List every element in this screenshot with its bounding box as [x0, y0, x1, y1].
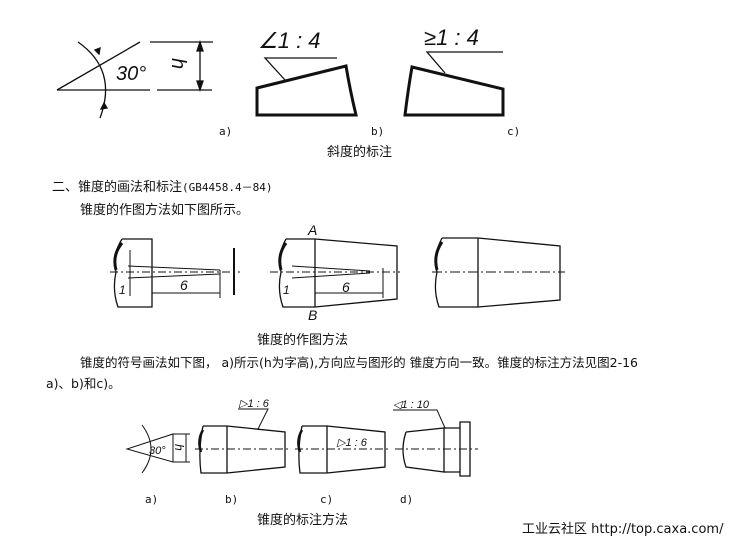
slope-ratio-c: ≥1 : 4: [424, 25, 479, 50]
taper-sub-label-d: d): [400, 493, 414, 506]
taper-annotation-d: ◁1 : 10: [393, 399, 478, 477]
point-b-label: B: [308, 307, 317, 323]
slope-ratio-b: ∠1 : 4: [258, 28, 321, 53]
heading-text: 二、锥度的画法和标注: [52, 180, 183, 195]
construction-step-3: [432, 237, 565, 308]
construction-step-1: 6 1: [110, 238, 240, 308]
slope-annotation-b: ∠1 : 4: [255, 28, 358, 117]
taper-ratio-d: ◁1 : 10: [393, 399, 430, 411]
slope-caption: 斜度的标注: [327, 145, 393, 160]
construction-caption: 锥度的作图方法: [257, 333, 349, 348]
dim-six-2: 6: [342, 279, 350, 295]
taper-annotation-b: ▷1 : 6: [195, 398, 290, 474]
sub-label-a: a): [219, 125, 233, 138]
paragraph-line-1: 锥度的符号画法如下图， a)所示(h为字高),方向应与图形的 锥度方向一致。锥度…: [80, 355, 639, 370]
slope-symbol-drawing: 30° h: [56, 39, 213, 119]
dim-one-1: 1: [119, 283, 126, 297]
taper-caption: 锥度的标注方法: [257, 513, 349, 528]
angle-label: 30°: [116, 63, 146, 85]
section-heading: 二、锥度的画法和标注(GB4458.4－84): [52, 180, 273, 196]
dim-six-1: 6: [180, 277, 188, 293]
construction-step-2: 6 1 A B: [270, 222, 400, 323]
taper-symbol-drawing: 30° h: [125, 424, 190, 474]
point-a-label: A: [307, 222, 317, 238]
taper-ratio-c: ▷1 : 6: [336, 437, 368, 449]
taper-height-label: h: [172, 444, 186, 451]
dim-one-2: 1: [283, 283, 290, 297]
sub-label-c: c): [507, 125, 521, 138]
watermark: 工业云社区 http://top.caxa.com/: [522, 522, 724, 537]
taper-annotation-c: ▷1 : 6: [295, 425, 390, 474]
height-label: h: [167, 58, 189, 69]
slope-annotation-c: ≥1 : 4: [403, 25, 505, 117]
taper-ratio-b: ▷1 : 6: [238, 398, 270, 410]
section-intro: 锥度的作图方法如下图所示。: [80, 203, 250, 218]
taper-sub-label-c: c): [320, 493, 334, 506]
taper-sub-label-b: b): [225, 493, 239, 506]
taper-sub-label-a: a): [145, 493, 159, 506]
heading-code: (GB4458.4－84): [182, 181, 273, 194]
taper-angle-label: 30°: [149, 445, 166, 457]
paragraph-line-2: a)、b)和c)。: [46, 376, 121, 391]
sub-label-b: b): [371, 125, 385, 138]
